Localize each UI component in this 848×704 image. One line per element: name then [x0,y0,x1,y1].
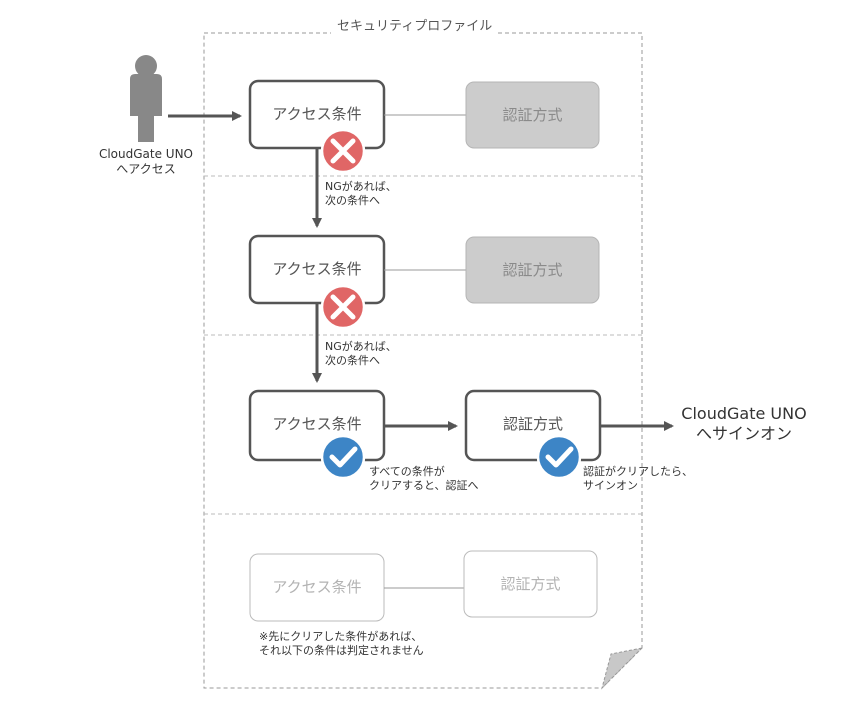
auth-method-box-2 [465,236,600,304]
person-icon [130,55,162,142]
condition-label-2: アクセス条件 [272,260,362,278]
red-x-icon [320,284,366,330]
auth-method-box-1 [465,81,600,149]
condition-label-3: アクセス条件 [272,415,362,433]
page-fold-corner [601,647,644,690]
ng-note-1-line1: NGがあれば、 [325,180,397,193]
destination-line2: へサインオン [695,424,792,443]
ng-note-1-line2: 次の条件へ [325,193,380,207]
ng-note-2: NGがあれば、 次の条件へ [325,340,397,368]
destination-line1: CloudGate UNO [681,404,807,423]
blue-check-icon [320,434,366,480]
condition-label-1: アクセス条件 [272,105,362,123]
destination-label: CloudGate UNO へサインオン [664,404,824,444]
user-label: CloudGate UNO へアクセス [78,147,214,177]
blue-check-icon [536,434,582,480]
auth-method-label-1: 認証方式 [502,106,563,124]
auth-method-label-2: 認証方式 [502,261,563,279]
auth-clear-note-line1: 認証がクリアしたら、 [583,465,693,478]
auth-method-label-3: 認証方式 [502,415,563,433]
auth-clear-note-line2: サインオン [583,478,638,492]
profile-title: セキュリティプロファイル [331,19,499,36]
user-label-line1: CloudGate UNO [98,147,194,161]
all-clear-note-line2: クリアすると、認証へ [369,478,479,492]
red-x-icon [320,128,366,174]
ng-note-2-line1: NGがあれば、 [325,340,397,353]
user-label-line2: へアクセス [116,162,176,176]
all-clear-note-line1: すべての条件が [369,465,445,478]
auth-clear-note: 認証がクリアしたら、 サインオン [583,465,693,493]
ng-note-2-line2: 次の条件へ [325,353,380,367]
ng-note-1: NGがあれば、 次の条件へ [325,180,397,208]
footnote: ※先にクリアした条件があれば、 それ以下の条件は判定されません [259,630,424,658]
footnote-line1: ※先にクリアした条件があれば、 [259,630,423,643]
auth-method-label-4: 認証方式 [500,575,561,593]
footnote-line2: それ以下の条件は判定されません [259,643,424,657]
condition-label-4: アクセス条件 [272,578,362,596]
all-clear-note: すべての条件が クリアすると、認証へ [369,465,479,493]
auth-method-box-4 [463,550,598,618]
